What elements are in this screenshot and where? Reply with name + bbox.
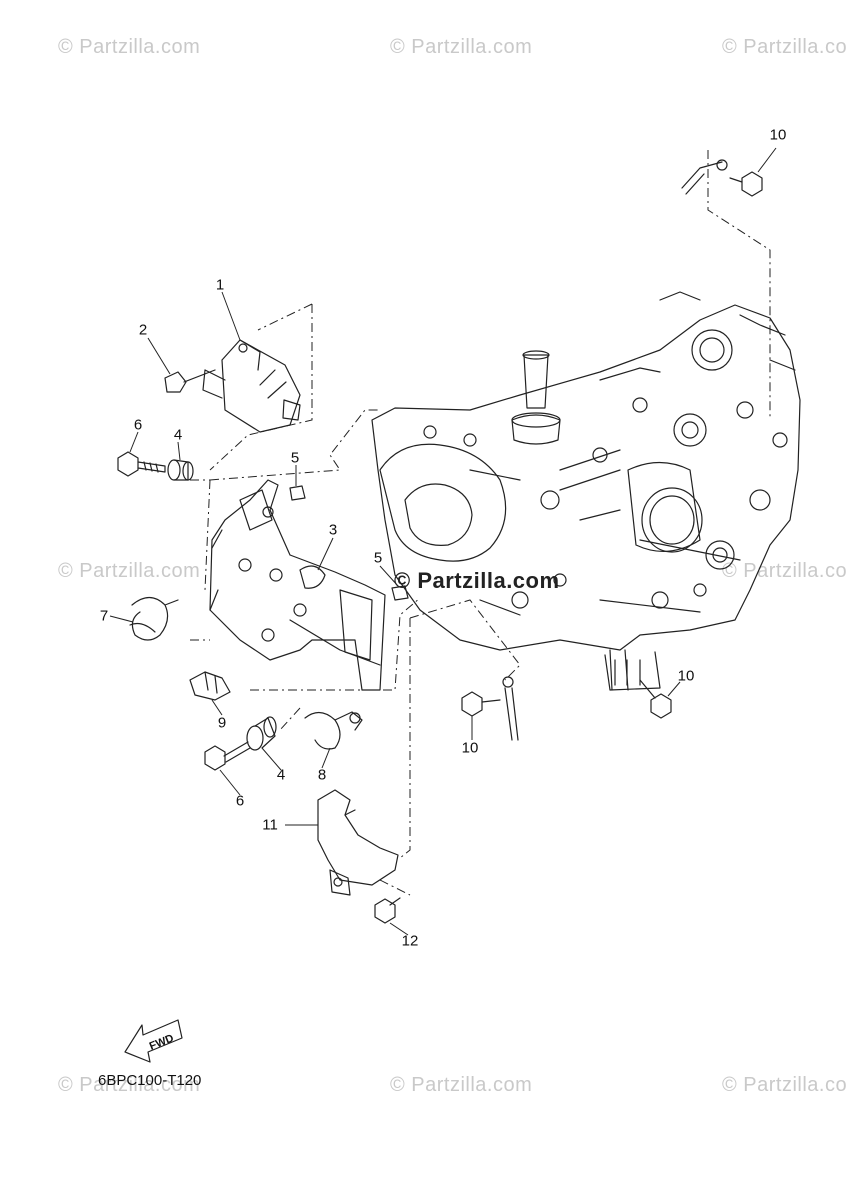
watermark-bottom-center: © Partzilla.com [390, 1074, 533, 1096]
grommet-4-bottom [246, 716, 277, 751]
watermark-bottom-left: © Partzilla.com [58, 1074, 201, 1096]
watermark-center: © Partzilla.com [394, 568, 560, 593]
callout-8: 8 [317, 766, 327, 784]
fwd-arrow-icon [124, 1019, 183, 1063]
callout-10-right: 10 [677, 667, 695, 685]
callout-4-bottom: 4 [276, 766, 286, 784]
watermark-mid-left: © Partzilla.com [58, 560, 201, 582]
clamp-7 [129, 596, 179, 641]
collar-5 [289, 485, 409, 601]
callout-1: 1 [215, 276, 225, 294]
callout-10-top: 10 [769, 126, 787, 144]
engine-block [371, 291, 801, 691]
callout-4-top: 4 [173, 426, 183, 444]
callout-9: 9 [217, 714, 227, 732]
diagram-code: 6BPC100-T120 [98, 1072, 202, 1089]
grommet-4-top [167, 459, 194, 481]
holder-9 [189, 671, 231, 701]
bolt-12 [374, 897, 401, 924]
callout-5-left: 5 [290, 449, 300, 467]
watermark-top-right: © Partzilla.com [722, 36, 848, 58]
ground-cables [502, 159, 728, 741]
clamp-8 [304, 711, 363, 750]
bolt-10-top [729, 171, 763, 197]
callout-10-mid: 10 [461, 739, 479, 757]
callout-6-bottom: 6 [235, 792, 245, 810]
watermark-bottom-right: © Partzilla.com [722, 1074, 848, 1096]
bolt-6-top [117, 451, 166, 477]
bolt-10-mid [461, 691, 501, 717]
callout-2: 2 [138, 321, 148, 339]
callout-12: 12 [401, 932, 419, 950]
callout-3: 3 [328, 521, 338, 539]
fwd-label: FWD [148, 1032, 176, 1053]
coil-bracket [209, 479, 386, 691]
ignition-coil [202, 339, 301, 433]
watermark-top-center: © Partzilla.com [390, 36, 533, 58]
bolt-10-right [639, 679, 672, 719]
bolt-6-bottom [204, 741, 251, 771]
watermark-top-left: © Partzilla.com [58, 36, 201, 58]
callout-6-top: 6 [133, 416, 143, 434]
callout-5-right: 5 [373, 549, 383, 567]
stay-11 [317, 789, 399, 896]
bolt-2 [164, 369, 216, 393]
watermark-mid-right: © Partzilla.com [722, 560, 848, 582]
callout-7: 7 [99, 607, 109, 625]
callout-11: 11 [262, 816, 278, 834]
